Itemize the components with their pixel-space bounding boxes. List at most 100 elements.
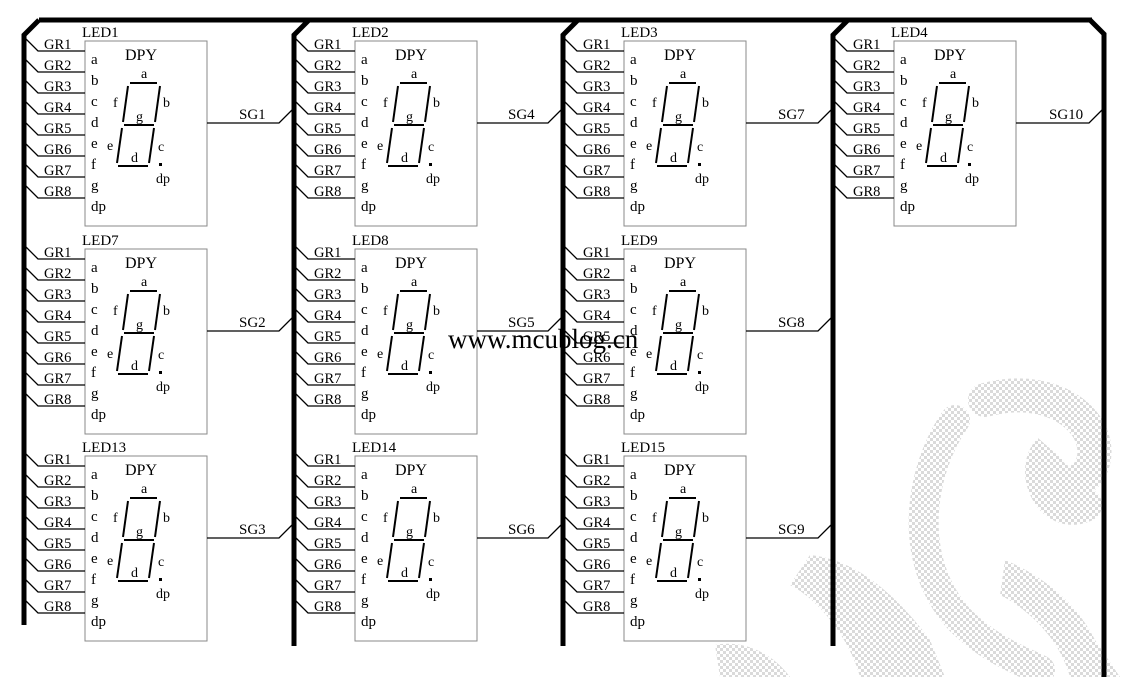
segment-label-d: d (401, 359, 408, 374)
segment-label-a: a (141, 275, 148, 290)
segment-label-e: e (646, 554, 652, 569)
segment-f (392, 85, 399, 123)
segment-label-c: c (697, 555, 703, 570)
segment-c (148, 335, 155, 372)
pin-label: d (361, 115, 369, 131)
grid-label: GR6 (583, 142, 610, 158)
pin-label: c (91, 302, 98, 318)
grid-wire (23, 265, 85, 281)
pin-label: d (361, 530, 369, 546)
segment-wire (746, 522, 834, 539)
segment-c (418, 127, 425, 164)
grid-wire (293, 535, 355, 551)
grid-wire (293, 472, 355, 488)
segment-label-a: a (411, 482, 418, 497)
segment-label-dp: dp (695, 380, 709, 395)
pin-label: e (361, 136, 368, 152)
segment-label-f: f (922, 96, 927, 111)
grid-wire (293, 391, 355, 407)
display-box (354, 248, 478, 435)
grid-wire (23, 307, 85, 323)
grid-label: GR5 (44, 121, 71, 137)
grid-label: GR3 (583, 79, 610, 95)
pin-label: a (91, 52, 98, 68)
segment-label-g: g (136, 525, 143, 540)
grid-label: GR7 (44, 163, 71, 179)
grid-label: GR3 (44, 79, 71, 95)
segment-label-g: g (136, 110, 143, 125)
grid-wire (293, 120, 355, 136)
grid-wire (562, 141, 624, 157)
segment-e (386, 127, 393, 164)
display-title: DPY (395, 255, 427, 272)
segment-label-c: c (158, 348, 164, 363)
grid-label: GR7 (314, 371, 341, 387)
grid-label: GR3 (583, 287, 610, 303)
pin-label: f (630, 157, 635, 173)
pin-label: c (900, 94, 907, 110)
pin-label: b (361, 281, 369, 297)
grid-label: GR7 (314, 163, 341, 179)
led-module-led9: LED9GR1GR2GR3GR4GR5GR6GR7GR8abcdefgdpDPY… (562, 233, 834, 435)
segment-f (661, 500, 668, 538)
pin-label: b (630, 281, 638, 297)
pin-label: g (91, 593, 99, 609)
grid-label: GR7 (583, 163, 610, 179)
segment-label-f: f (652, 96, 657, 111)
pin-label: g (900, 178, 908, 194)
segment-c (148, 127, 155, 164)
segment-dp (159, 371, 162, 374)
grid-label: GR3 (44, 494, 71, 510)
segment-c (687, 335, 694, 372)
segment-label-b: b (433, 96, 440, 111)
segment-dp (968, 163, 971, 166)
pin-label: f (91, 157, 96, 173)
grid-wire (23, 391, 85, 407)
pin-label: e (361, 551, 368, 567)
grid-wire (293, 451, 355, 467)
grid-label: GR5 (44, 536, 71, 552)
grid-label: GR8 (314, 599, 341, 615)
grid-wire (293, 244, 355, 260)
pin-label: b (91, 488, 99, 504)
segment-b (693, 293, 700, 331)
grid-label: GR5 (314, 121, 341, 137)
grid-wire (23, 162, 85, 178)
led-module-led3: LED3GR1GR2GR3GR4GR5GR6GR7GR8abcdefgdpDPY… (562, 25, 834, 227)
pin-label: b (361, 488, 369, 504)
segment-b (963, 85, 970, 123)
segment-wire (207, 315, 295, 332)
grid-label: GR1 (314, 452, 341, 468)
segment-label-e: e (377, 347, 383, 362)
grid-label: GR7 (44, 578, 71, 594)
segment-f (931, 85, 938, 123)
grid-wire (562, 162, 624, 178)
pin-label: dp (361, 199, 376, 215)
grid-label: GR5 (44, 329, 71, 345)
pin-label: f (630, 572, 635, 588)
segment-dp (429, 371, 432, 374)
segment-label-a: a (411, 275, 418, 290)
led-module-led8: LED8GR1GR2GR3GR4GR5GR6GR7GR8abcdefgdpDPY… (293, 233, 564, 435)
segment-label-d: d (131, 566, 138, 581)
segment-wire (746, 315, 834, 332)
segment-label: SG9 (778, 522, 805, 538)
watermark-text: www.mcublog.cn (448, 324, 639, 354)
grid-label: GR2 (44, 473, 71, 489)
segment-label-e: e (646, 139, 652, 154)
segment-label-b: b (433, 511, 440, 526)
grid-wire (562, 391, 624, 407)
grid-wire (562, 120, 624, 136)
segment-label-f: f (652, 511, 657, 526)
segment-label-dp: dp (156, 380, 170, 395)
segment-label-d: d (401, 566, 408, 581)
pin-label: c (361, 302, 368, 318)
segment-label-g: g (406, 525, 413, 540)
grid-label: GR6 (853, 142, 880, 158)
grid-label: GR8 (44, 184, 71, 200)
display-box (84, 248, 208, 435)
segment-label-a: a (141, 67, 148, 82)
segment-label-c: c (428, 140, 434, 155)
pin-label: dp (91, 407, 106, 423)
wiring-layer (21, 17, 1107, 677)
